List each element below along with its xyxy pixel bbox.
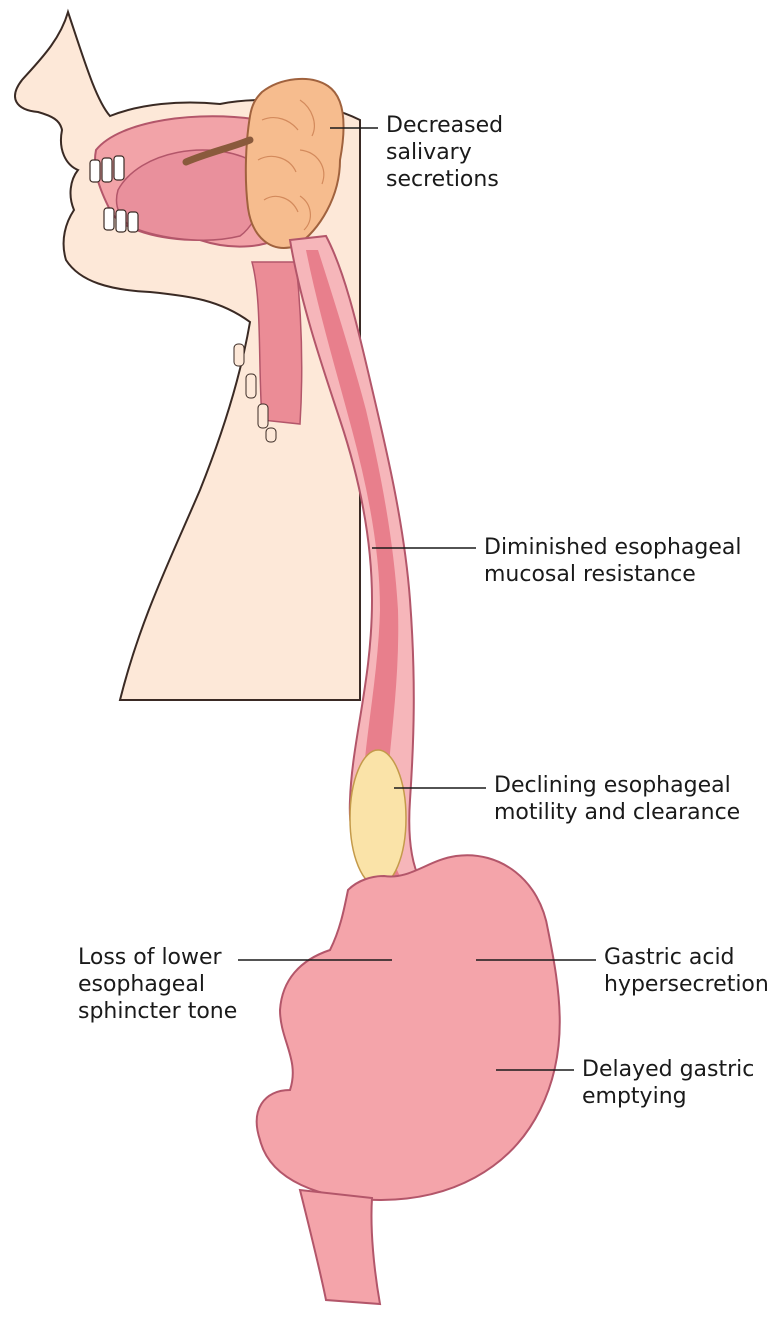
label-mucosal-resistance: Diminished esophageal mucosal resistance	[484, 534, 742, 588]
label-sphincter-tone: Loss of lower esophageal sphincter tone	[78, 944, 237, 1025]
label-motility-clearance: Declining esophageal motility and cleara…	[494, 772, 740, 826]
label-salivary-secretions: Decreased salivary secretions	[386, 112, 503, 193]
label-gastric-emptying: Delayed gastric emptying	[582, 1056, 754, 1110]
food-bolus	[350, 750, 406, 886]
label-acid-hypersecretion: Gastric acid hypersecretion	[604, 944, 769, 998]
stomach	[257, 855, 560, 1200]
duodenum	[300, 1190, 380, 1304]
